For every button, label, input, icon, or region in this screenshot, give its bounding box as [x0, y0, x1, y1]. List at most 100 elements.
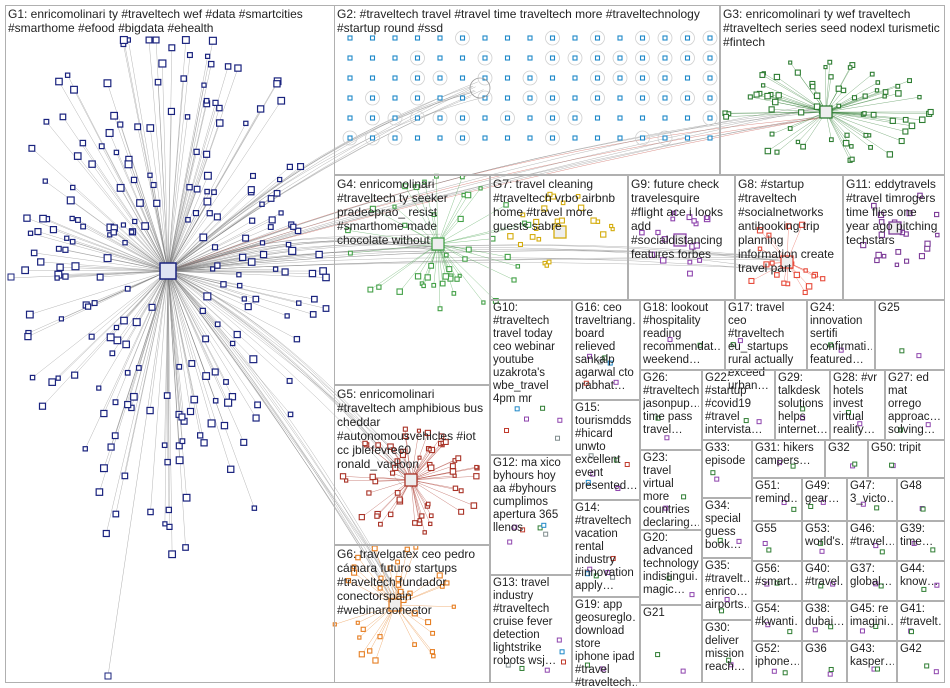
group-panel-g19: G19: app geosureglo… download store ipho… — [572, 597, 640, 688]
group-panel-g13: G13: travel industry #traveltech cruise … — [490, 575, 572, 683]
group-panel-g30: G30: deliver mission reach… — [702, 620, 752, 683]
group-label-g42: G42 — [900, 643, 922, 655]
group-panel-g32: G32 — [825, 440, 868, 478]
group-label-g12: G12: ma xico byhours hoy aa #byhours cum… — [493, 457, 561, 534]
g6-hub-node — [388, 598, 402, 612]
group-panel-g49: G49: gear… — [802, 478, 847, 521]
group-label-g5: G5: enricomolinari #traveltech amphibiou… — [337, 387, 484, 471]
isolated-node — [7, 273, 15, 281]
group-label-g24: G24: innovation sertifi econfirmati… fea… — [810, 302, 872, 366]
group-label-g45: G45: re imagini… — [850, 603, 894, 628]
group-label-g17: G17: travel ceo #traveltech eu_startups … — [728, 302, 794, 392]
group-label-g47: G47: 3_victo… — [850, 480, 894, 505]
group-panel-g27: G27: ed mat orrego approac… solving… — [885, 370, 945, 440]
group-panel-g7: G7: travel cleaning #traveltech vrbo air… — [490, 175, 628, 300]
g9-hub-node — [673, 233, 687, 247]
g3-hub-node — [819, 105, 833, 119]
group-panel-g9: G9: future check travelesquire #flight a… — [628, 175, 735, 300]
group-label-g49: G49: gear… — [805, 480, 840, 505]
group-label-g51: G51: remind… — [755, 480, 799, 505]
group-label-g16: G16: ceo traveltriang… board relieved sa… — [575, 302, 637, 392]
isolated-node — [104, 672, 112, 680]
group-label-g20: G20: advanced technology indistingui… ma… — [643, 532, 699, 596]
group-label-g40: G40: #travel… — [805, 563, 844, 588]
group-label-g19: G19: app geosureglo… download store ipho… — [575, 599, 637, 688]
group-label-g28: G28: #vr hotels invest virtual reality… — [833, 372, 878, 436]
group-panel-g53: G53: world's… — [802, 521, 847, 561]
group-label-g7: G7: travel cleaning #traveltech vrbo air… — [493, 177, 616, 233]
group-panel-g18: G18: lookout #hospitality reading recomm… — [640, 300, 725, 370]
group-label-g54: G54: #kwanti… — [755, 603, 799, 628]
group-label-g14: G14: #traveltech vacation rental industr… — [575, 502, 634, 592]
group-panel-g43: G43: kasper… — [847, 641, 897, 683]
group-label-g21: G21 — [643, 607, 665, 619]
group-panel-g12: G12: ma xico byhours hoy aa #byhours cum… — [490, 455, 572, 575]
group-label-g13: G13: travel industry #traveltech cruise … — [493, 577, 557, 667]
group-panel-g6: G6: travelgatex ceo pedro cámara futuro … — [334, 545, 490, 683]
group-panel-g39: G39: time… — [897, 521, 945, 561]
group-label-g15: G15: tourismdds #hicard unwto excellent … — [575, 402, 637, 492]
group-label-g55: G55 — [755, 523, 777, 535]
group-label-g9: G9: future check travelesquire #flight a… — [631, 177, 724, 261]
group-label-g6: G6: travelgatex ceo pedro cámara futuro … — [337, 547, 476, 617]
group-label-g44: G44: know… — [900, 563, 939, 588]
group-panel-g25: G25 — [875, 300, 945, 370]
group-panel-g37: G37: global… — [847, 561, 897, 601]
group-label-g35: G35: #travelt… enrico… airports… — [705, 560, 749, 611]
group-label-g33: G33: episode — [705, 442, 746, 467]
group-panel-g22: G22: #startup #covid19 #travel intervist… — [702, 370, 775, 440]
group-panel-g8: G8: #startup #traveltech #socialnetworks… — [735, 175, 843, 300]
group-panel-g56: G56: #smart… — [752, 561, 802, 601]
group-panel-g51: G51: remind… — [752, 478, 802, 521]
group-panel-g28: G28: #vr hotels invest virtual reality… — [830, 370, 885, 440]
group-panel-g33: G33: episode — [702, 440, 752, 498]
group-label-g46: G46: #travel… — [850, 523, 894, 548]
group-panel-g38: G38: dubai… — [802, 601, 847, 641]
group-panel-g3: G3: enricomolinari ty wef traveltech #tr… — [720, 5, 945, 175]
group-panel-g2: G2: #traveltech travel #travel time trav… — [334, 5, 720, 175]
group-panel-g16: G16: ceo traveltriang… board relieved sa… — [572, 300, 640, 400]
group-panel-g50: G50: tripit — [868, 440, 945, 478]
group-label-g4: G4: enricomolinari #traveltech ty seeker… — [337, 177, 448, 247]
group-panel-g31: G31: hikers campers… — [752, 440, 825, 478]
group-panel-g14: G14: #traveltech vacation rental industr… — [572, 500, 640, 597]
group-panel-g40: G40: #travel… — [802, 561, 847, 601]
group-panel-g26: G26: #traveltech jasonpup… time pass tra… — [640, 370, 702, 450]
group-panel-g23: G23: travel virtual more countries decla… — [640, 450, 702, 530]
group-label-g1: G1: enricomolinari ty #traveltech wef #d… — [8, 7, 303, 35]
group-label-g31: G31: hikers campers… — [755, 442, 814, 467]
group-label-g43: G43: kasper… — [850, 643, 894, 668]
group-panel-g45: G45: re imagini… — [847, 601, 897, 641]
group-label-g36: G36 — [805, 643, 827, 655]
group-label-g56: G56: #smart… — [755, 563, 799, 588]
group-label-g39: G39: time… — [900, 523, 934, 548]
group-label-g37: G37: global… — [850, 563, 893, 588]
group-label-g2: G2: #traveltech travel #travel time trav… — [337, 7, 700, 35]
group-label-g8: G8: #startup #traveltech #socialnetworks… — [738, 177, 835, 275]
group-panel-g11: G11: eddytravels #travel timrogers time … — [843, 175, 945, 300]
group-panel-g1: G1: enricomolinari ty #traveltech wef #d… — [5, 5, 335, 683]
group-label-g23: G23: travel virtual more countries decla… — [643, 452, 699, 529]
group-label-g41: G41: #travelt… — [900, 603, 942, 628]
group-label-g11: G11: eddytravels #travel timrogers time … — [846, 177, 938, 247]
group-label-g10: G10: #traveltech travel today ceo webina… — [493, 302, 556, 405]
group-label-g32: G32 — [828, 442, 850, 454]
group-label-g38: G38: dubai… — [805, 603, 844, 628]
group-panel-g35: G35: #travelt… enrico… airports… — [702, 558, 752, 620]
group-label-g53: G53: world's… — [805, 523, 844, 548]
g5-hub-node — [404, 473, 418, 487]
group-panel-g34: G34: special guess book… — [702, 498, 752, 558]
group-panel-g21: G21 — [640, 605, 702, 683]
group-panel-g4: G4: enricomolinari #traveltech ty seeker… — [334, 175, 490, 385]
group-panel-g36: G36 — [802, 641, 847, 683]
g4-hub-node — [431, 237, 445, 251]
group-panel-g55: G55 — [752, 521, 802, 561]
group-label-g27: G27: ed mat orrego approac… solving… — [888, 372, 942, 436]
group-label-g18: G18: lookout #hospitality reading recomm… — [643, 302, 722, 366]
group-panel-g29: G29: talkdesk solutions helps internet… — [775, 370, 830, 440]
group-panel-g17: G17: travel ceo #traveltech eu_startups … — [725, 300, 807, 392]
group-label-g50: G50: tripit — [871, 442, 921, 454]
group-label-g34: G34: special guess book… — [705, 500, 742, 551]
